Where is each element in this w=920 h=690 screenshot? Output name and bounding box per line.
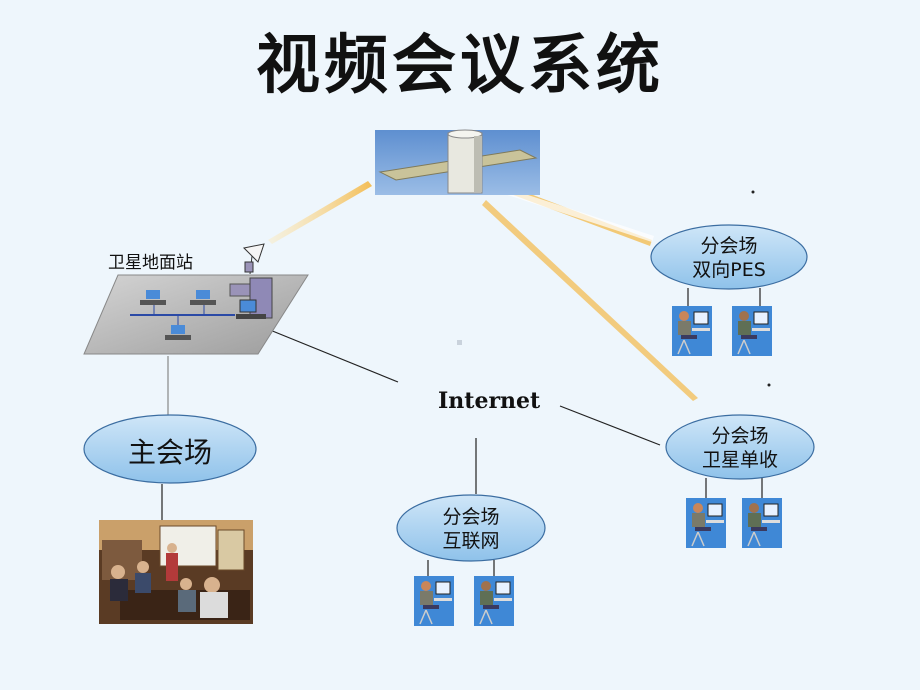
page-title: 视频会议系统 <box>256 28 664 103</box>
network-links <box>161 288 763 576</box>
beam-sat-receive <box>482 200 698 401</box>
satellite-beams <box>268 178 698 401</box>
beam-uplink <box>268 181 372 244</box>
internet-label: Internet <box>438 388 541 414</box>
satellite-icon <box>375 129 540 195</box>
branch-net-line1: 分会场 <box>442 506 500 528</box>
main-venue-node <box>83 414 257 484</box>
workstation-user-icon <box>672 306 712 356</box>
meeting-photo <box>99 520 253 624</box>
main-venue-label: 主会场 <box>127 436 212 469</box>
workstation-user-icon <box>414 576 454 626</box>
link-station-internet <box>269 329 399 383</box>
dish-antenna-icon <box>242 243 265 275</box>
branch-net-line2: 互联网 <box>442 530 500 552</box>
branch-pes-node <box>650 224 808 290</box>
branch-sat-node <box>665 414 815 480</box>
branch-sat-line2: 卫星单收 <box>701 449 778 471</box>
link-internet-sat-branch <box>559 405 661 446</box>
branch-pes-label: 分会场 双向PES <box>651 234 807 282</box>
workstation-user-icon <box>474 576 514 626</box>
ground-station-label: 卫星地面站 <box>108 253 193 273</box>
branch-pes-line1: 分会场 <box>700 235 758 257</box>
workstation-user-icon <box>686 498 726 548</box>
workstation-user-icon <box>732 306 772 356</box>
workstation-user-icon <box>742 498 782 548</box>
branch-sat-line1: 分会场 <box>711 425 769 447</box>
branch-net-label: 分会场 互联网 <box>397 505 545 553</box>
branch-net-node <box>396 494 546 562</box>
branch-sat-label: 分会场 卫星单收 <box>666 424 814 472</box>
branch-pes-line2: 双向PES <box>692 259 766 281</box>
ground-station-network-icon <box>83 274 309 355</box>
